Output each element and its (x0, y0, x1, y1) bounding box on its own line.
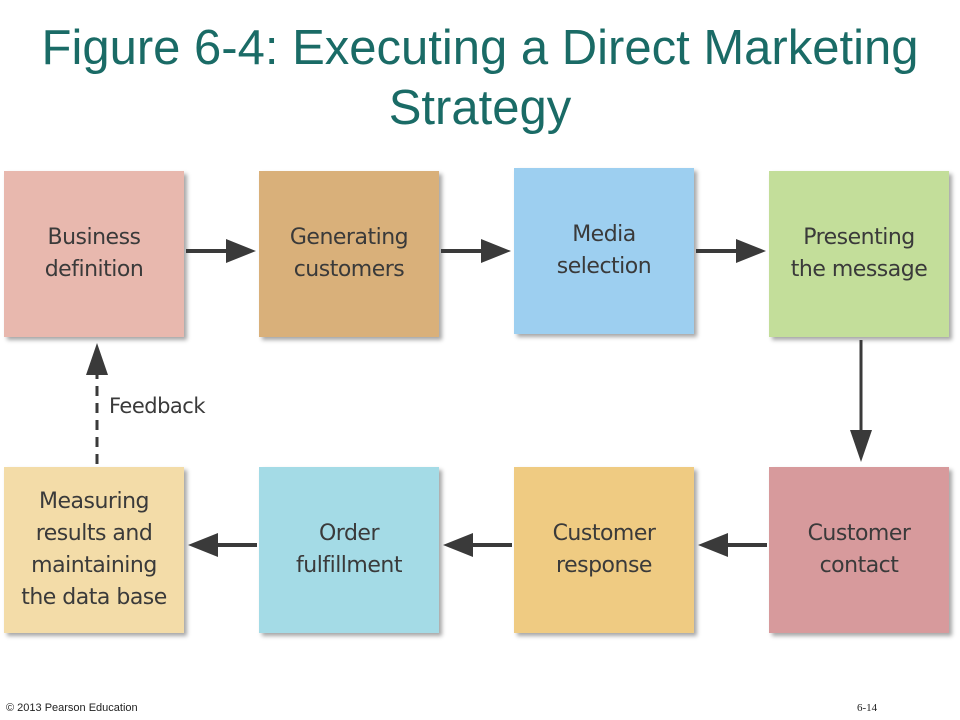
arrow-right-2 (441, 239, 511, 263)
step-measuring-results: Measuring results and maintaining the da… (4, 467, 184, 633)
step-label: Presenting the message (790, 225, 928, 282)
step-customer-response: Customer response (514, 467, 694, 633)
step-generating-customers: Generating customers (259, 171, 439, 337)
arrow-left-3 (188, 533, 257, 557)
step-label: Order fulfillment (296, 521, 402, 578)
arrow-left-2 (443, 533, 512, 557)
step-order-fulfillment: Order fulfillment (259, 467, 439, 633)
arrow-right-1 (186, 239, 256, 263)
step-label: Generating customers (289, 225, 409, 282)
feedback-arrow (86, 343, 108, 464)
step-presenting-the-message: Presenting the message (769, 171, 949, 337)
step-media-selection: Media selection (514, 168, 694, 334)
step-label: Media selection (556, 222, 652, 279)
step-customer-contact: Customer contact (769, 467, 949, 633)
step-label: Measuring results and maintaining the da… (21, 489, 167, 610)
copyright-footer: © 2013 Pearson Education (6, 702, 138, 714)
step-label: Customer contact (807, 521, 911, 578)
step-business-definition: Business definition (4, 171, 184, 337)
step-label: Customer response (552, 521, 656, 578)
arrow-right-3 (696, 239, 766, 263)
page-number: 6-14 (857, 702, 878, 714)
page-title: Figure 6-4: Executing a Direct Marketing… (41, 21, 919, 135)
arrow-down (850, 340, 872, 462)
step-label: Business definition (44, 225, 144, 282)
arrow-left-1 (698, 533, 767, 557)
feedback-label: Feedback (109, 394, 206, 418)
